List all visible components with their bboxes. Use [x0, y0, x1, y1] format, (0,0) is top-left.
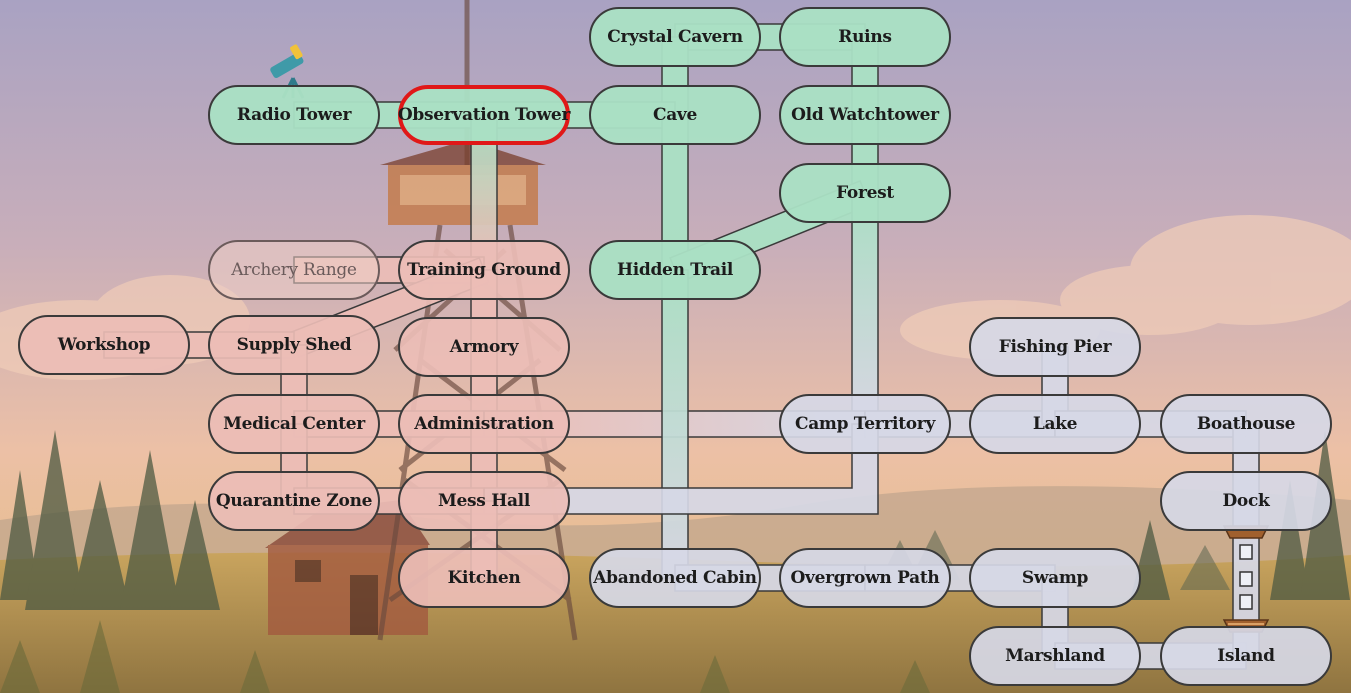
location-observation-tower[interactable]: Observation Tower [398, 85, 570, 145]
location-hidden-trail[interactable]: Hidden Trail [589, 240, 761, 300]
location-crystal-cavern[interactable]: Crystal Cavern [589, 7, 761, 67]
location-workshop[interactable]: Workshop [18, 315, 190, 375]
location-lake[interactable]: Lake [969, 394, 1141, 454]
location-label: Armory [449, 337, 519, 357]
location-ruins[interactable]: Ruins [779, 7, 951, 67]
connection-hidden-trail-to-abandoned-cabin [661, 269, 689, 579]
location-label: Camp Territory [794, 414, 936, 434]
location-label: Crystal Cavern [607, 27, 743, 47]
location-label: Ruins [838, 27, 892, 47]
location-label: Overgrown Path [790, 568, 940, 588]
location-cave[interactable]: Cave [589, 85, 761, 145]
location-armory[interactable]: Armory [398, 317, 570, 377]
location-label: Dock [1222, 491, 1270, 511]
location-label: Hidden Trail [616, 260, 734, 280]
location-mess-hall[interactable]: Mess Hall [398, 471, 570, 531]
location-abandoned-cabin[interactable]: Abandoned Cabin [589, 548, 761, 608]
location-training-ground[interactable]: Training Ground [398, 240, 570, 300]
location-label: Swamp [1021, 568, 1089, 588]
location-overgrown-path[interactable]: Overgrown Path [779, 548, 951, 608]
location-fishing-pier[interactable]: Fishing Pier [969, 317, 1141, 377]
location-label: Boathouse [1196, 414, 1296, 434]
location-label: Old Watchtower [791, 105, 939, 125]
location-archery-range[interactable]: Archery Range [208, 240, 380, 300]
location-administration[interactable]: Administration [398, 394, 570, 454]
location-label: Kitchen [447, 568, 521, 588]
location-supply-shed[interactable]: Supply Shed [208, 315, 380, 375]
location-label: Fishing Pier [998, 337, 1112, 357]
location-label: Abandoned Cabin [593, 568, 757, 588]
location-label: Administration [414, 414, 554, 434]
location-radio-tower[interactable]: Radio Tower [208, 85, 380, 145]
location-label: Workshop [57, 335, 151, 355]
location-label: Island [1217, 646, 1275, 666]
location-label: Radio Tower [236, 105, 352, 125]
location-label: Marshland [1005, 646, 1105, 666]
location-camp-territory[interactable]: Camp Territory [779, 394, 951, 454]
location-label: Forest [836, 183, 894, 203]
location-island[interactable]: Island [1160, 626, 1332, 686]
location-label: Training Ground [407, 260, 561, 280]
location-old-watchtower[interactable]: Old Watchtower [779, 85, 951, 145]
location-label: Archery Range [231, 260, 357, 280]
location-quarantine-zone[interactable]: Quarantine Zone [208, 471, 380, 531]
connection-forest-to-camp-territory [851, 192, 879, 425]
location-label: Medical Center [223, 414, 365, 434]
location-label: Mess Hall [438, 491, 530, 511]
location-label: Quarantine Zone [215, 491, 373, 511]
location-medical-center[interactable]: Medical Center [208, 394, 380, 454]
location-boathouse[interactable]: Boathouse [1160, 394, 1332, 454]
location-dock[interactable]: Dock [1160, 471, 1332, 531]
location-label: Cave [652, 105, 698, 125]
location-forest[interactable]: Forest [779, 163, 951, 223]
location-marshland[interactable]: Marshland [969, 626, 1141, 686]
location-kitchen[interactable]: Kitchen [398, 548, 570, 608]
ferry-route [1239, 544, 1253, 610]
location-label: Observation Tower [397, 105, 571, 125]
location-label: Lake [1032, 414, 1078, 434]
location-swamp[interactable]: Swamp [969, 548, 1141, 608]
location-label: Supply Shed [236, 335, 352, 355]
